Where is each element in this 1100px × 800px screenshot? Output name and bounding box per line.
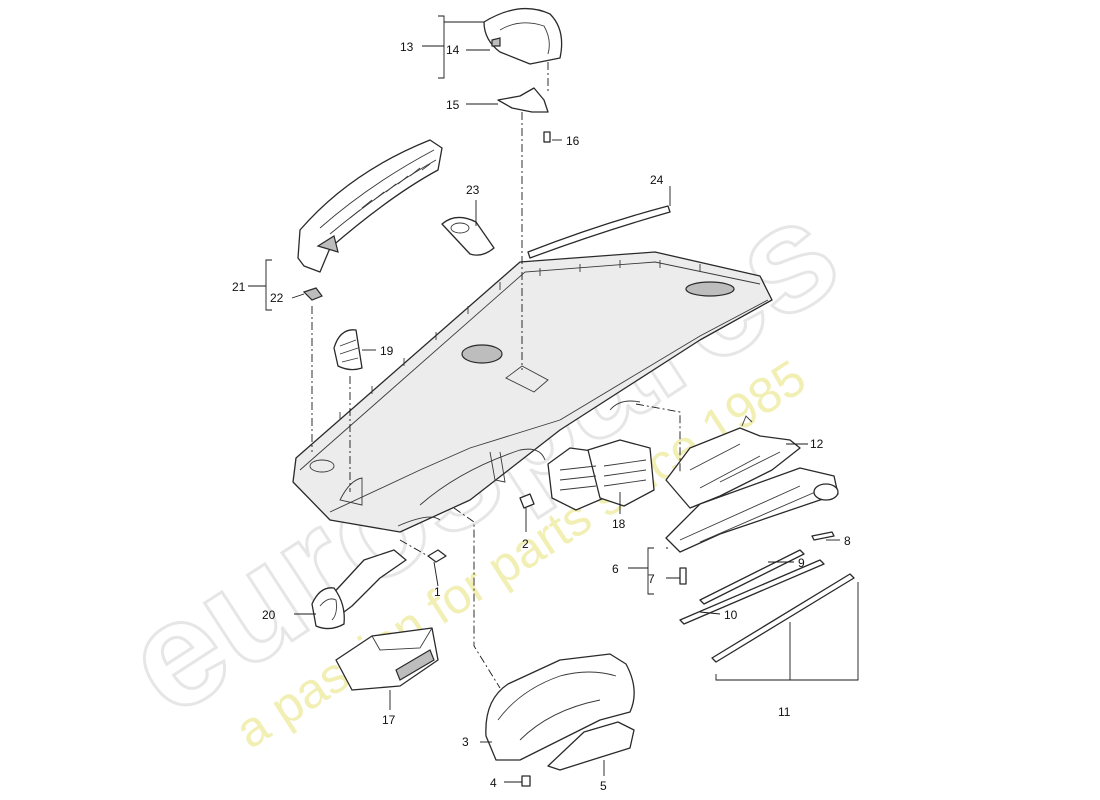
callout-7: 7 — [648, 572, 655, 586]
screw-7 — [679, 567, 687, 585]
callout-4: 4 — [490, 776, 497, 790]
dash-top-trim-strip — [527, 205, 671, 259]
cluster-bracket — [497, 87, 549, 113]
callout-16: 16 — [566, 134, 580, 148]
callout-1: 1 — [434, 585, 441, 599]
clip-1 — [427, 549, 447, 563]
callout-18: 18 — [612, 517, 626, 531]
instrument-cluster-hood — [483, 8, 563, 65]
knob-2 — [519, 493, 535, 509]
screw-16 — [543, 131, 551, 143]
callout-12: 12 — [810, 437, 824, 451]
dashboard-carrier — [292, 251, 773, 533]
callout-17: 17 — [382, 713, 396, 727]
defroster-vent-panel — [297, 139, 443, 273]
rods — [679, 531, 855, 663]
callout-3: 3 — [462, 735, 469, 749]
callout-9: 9 — [798, 556, 805, 570]
assembly-lines — [311, 62, 681, 689]
callout-10: 10 — [724, 608, 738, 622]
callout-13: 13 — [400, 40, 414, 54]
clip-22 — [302, 287, 323, 301]
lower-cover — [485, 653, 635, 761]
air-duct-glovebox — [335, 627, 439, 691]
callout-24: 24 — [650, 173, 664, 187]
callout-22: 22 — [270, 291, 284, 305]
callout-8: 8 — [844, 534, 851, 548]
lower-bracket — [547, 721, 635, 771]
center-vent-outlets — [547, 439, 655, 511]
callout-6: 6 — [612, 562, 619, 576]
side-vent — [333, 329, 363, 371]
callout-14: 14 — [446, 43, 460, 57]
screw-4 — [521, 775, 531, 787]
callout-23: 23 — [466, 183, 480, 197]
leader-lines — [248, 15, 859, 783]
callout-15: 15 — [446, 98, 460, 112]
cross-member — [665, 467, 839, 553]
callout-21: 21 — [232, 280, 246, 294]
callout-5: 5 — [600, 779, 607, 793]
callout-labels: 13 14 15 16 23 24 21 22 19 12 18 2 1 20 … — [232, 40, 851, 793]
speaker-grille — [441, 216, 495, 256]
callout-2: 2 — [522, 537, 529, 551]
callout-19: 19 — [380, 344, 394, 358]
callout-11: 11 — [778, 705, 791, 719]
air-duct-left — [311, 549, 407, 630]
callout-20: 20 — [262, 608, 276, 622]
